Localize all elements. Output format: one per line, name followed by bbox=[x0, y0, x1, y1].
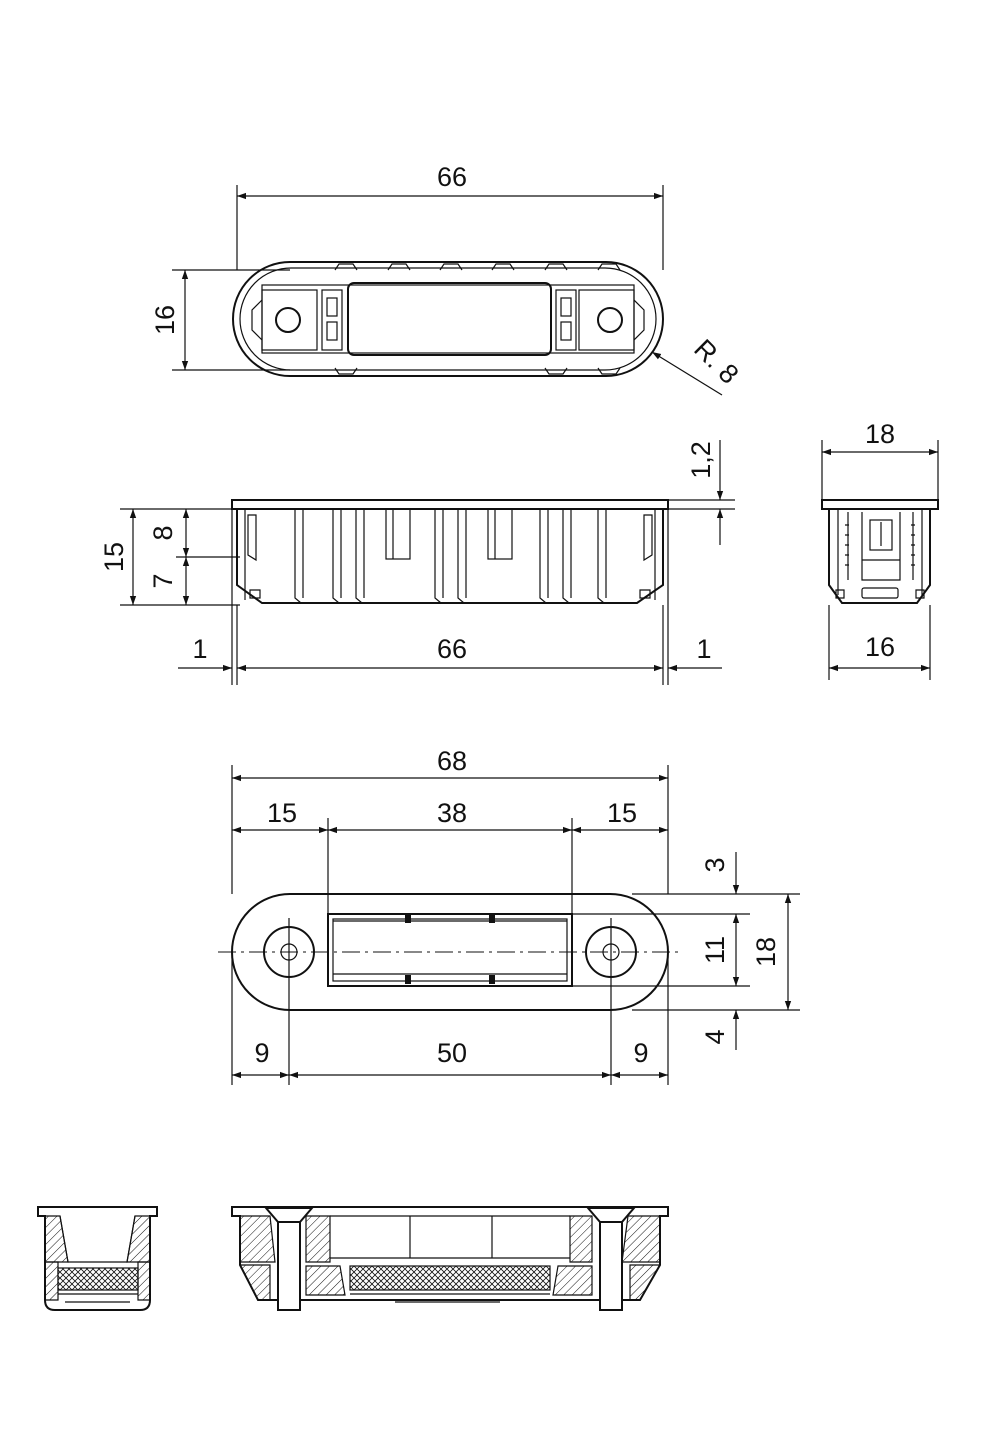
side-left-offset-label: 1 bbox=[192, 634, 207, 664]
end-flange-width-label: 18 bbox=[865, 419, 895, 449]
side-length-label: 66 bbox=[437, 634, 467, 664]
cutout-right-segment-label: 15 bbox=[607, 798, 637, 828]
cutout-left-edge-label: 9 bbox=[254, 1038, 269, 1068]
cutout-bottom-gap-label: 4 bbox=[700, 1029, 730, 1044]
cutout-slot-height-label: 11 bbox=[700, 936, 730, 964]
top-height-label: 16 bbox=[150, 305, 180, 335]
side-lower-height-label: 7 bbox=[148, 573, 178, 588]
end-body-width-label: 16 bbox=[865, 632, 895, 662]
cutout-view: 68 15 38 15 3 11 18 4 9 50 9 bbox=[218, 746, 800, 1085]
cutout-left-segment-label: 15 bbox=[267, 798, 297, 828]
section-long-view bbox=[231, 1206, 669, 1311]
side-view: 15 8 7 1,2 1 66 1 bbox=[99, 440, 735, 685]
side-upper-height-label: 8 bbox=[148, 525, 178, 540]
top-view: 66 16 R. 8 bbox=[150, 162, 744, 396]
end-view: 18 16 bbox=[821, 419, 939, 680]
right-screw-hole-icon bbox=[597, 307, 623, 333]
cutout-right-edge-label: 9 bbox=[633, 1038, 648, 1068]
cutout-center-segment-label: 38 bbox=[437, 798, 467, 828]
top-length-label: 66 bbox=[437, 162, 467, 192]
side-right-offset-label: 1 bbox=[696, 634, 711, 664]
cutout-total-length-label: 68 bbox=[437, 746, 467, 776]
cutout-hole-spacing-label: 50 bbox=[437, 1038, 467, 1068]
cutout-total-height-label: 18 bbox=[751, 937, 781, 967]
cutout-top-gap-label: 3 bbox=[700, 857, 730, 872]
radius-label: R. 8 bbox=[688, 334, 744, 390]
flange-thickness-label: 1,2 bbox=[686, 441, 716, 479]
side-total-height-label: 15 bbox=[99, 542, 129, 572]
left-screw-hole-icon bbox=[275, 307, 301, 333]
section-end-view bbox=[37, 1206, 158, 1311]
